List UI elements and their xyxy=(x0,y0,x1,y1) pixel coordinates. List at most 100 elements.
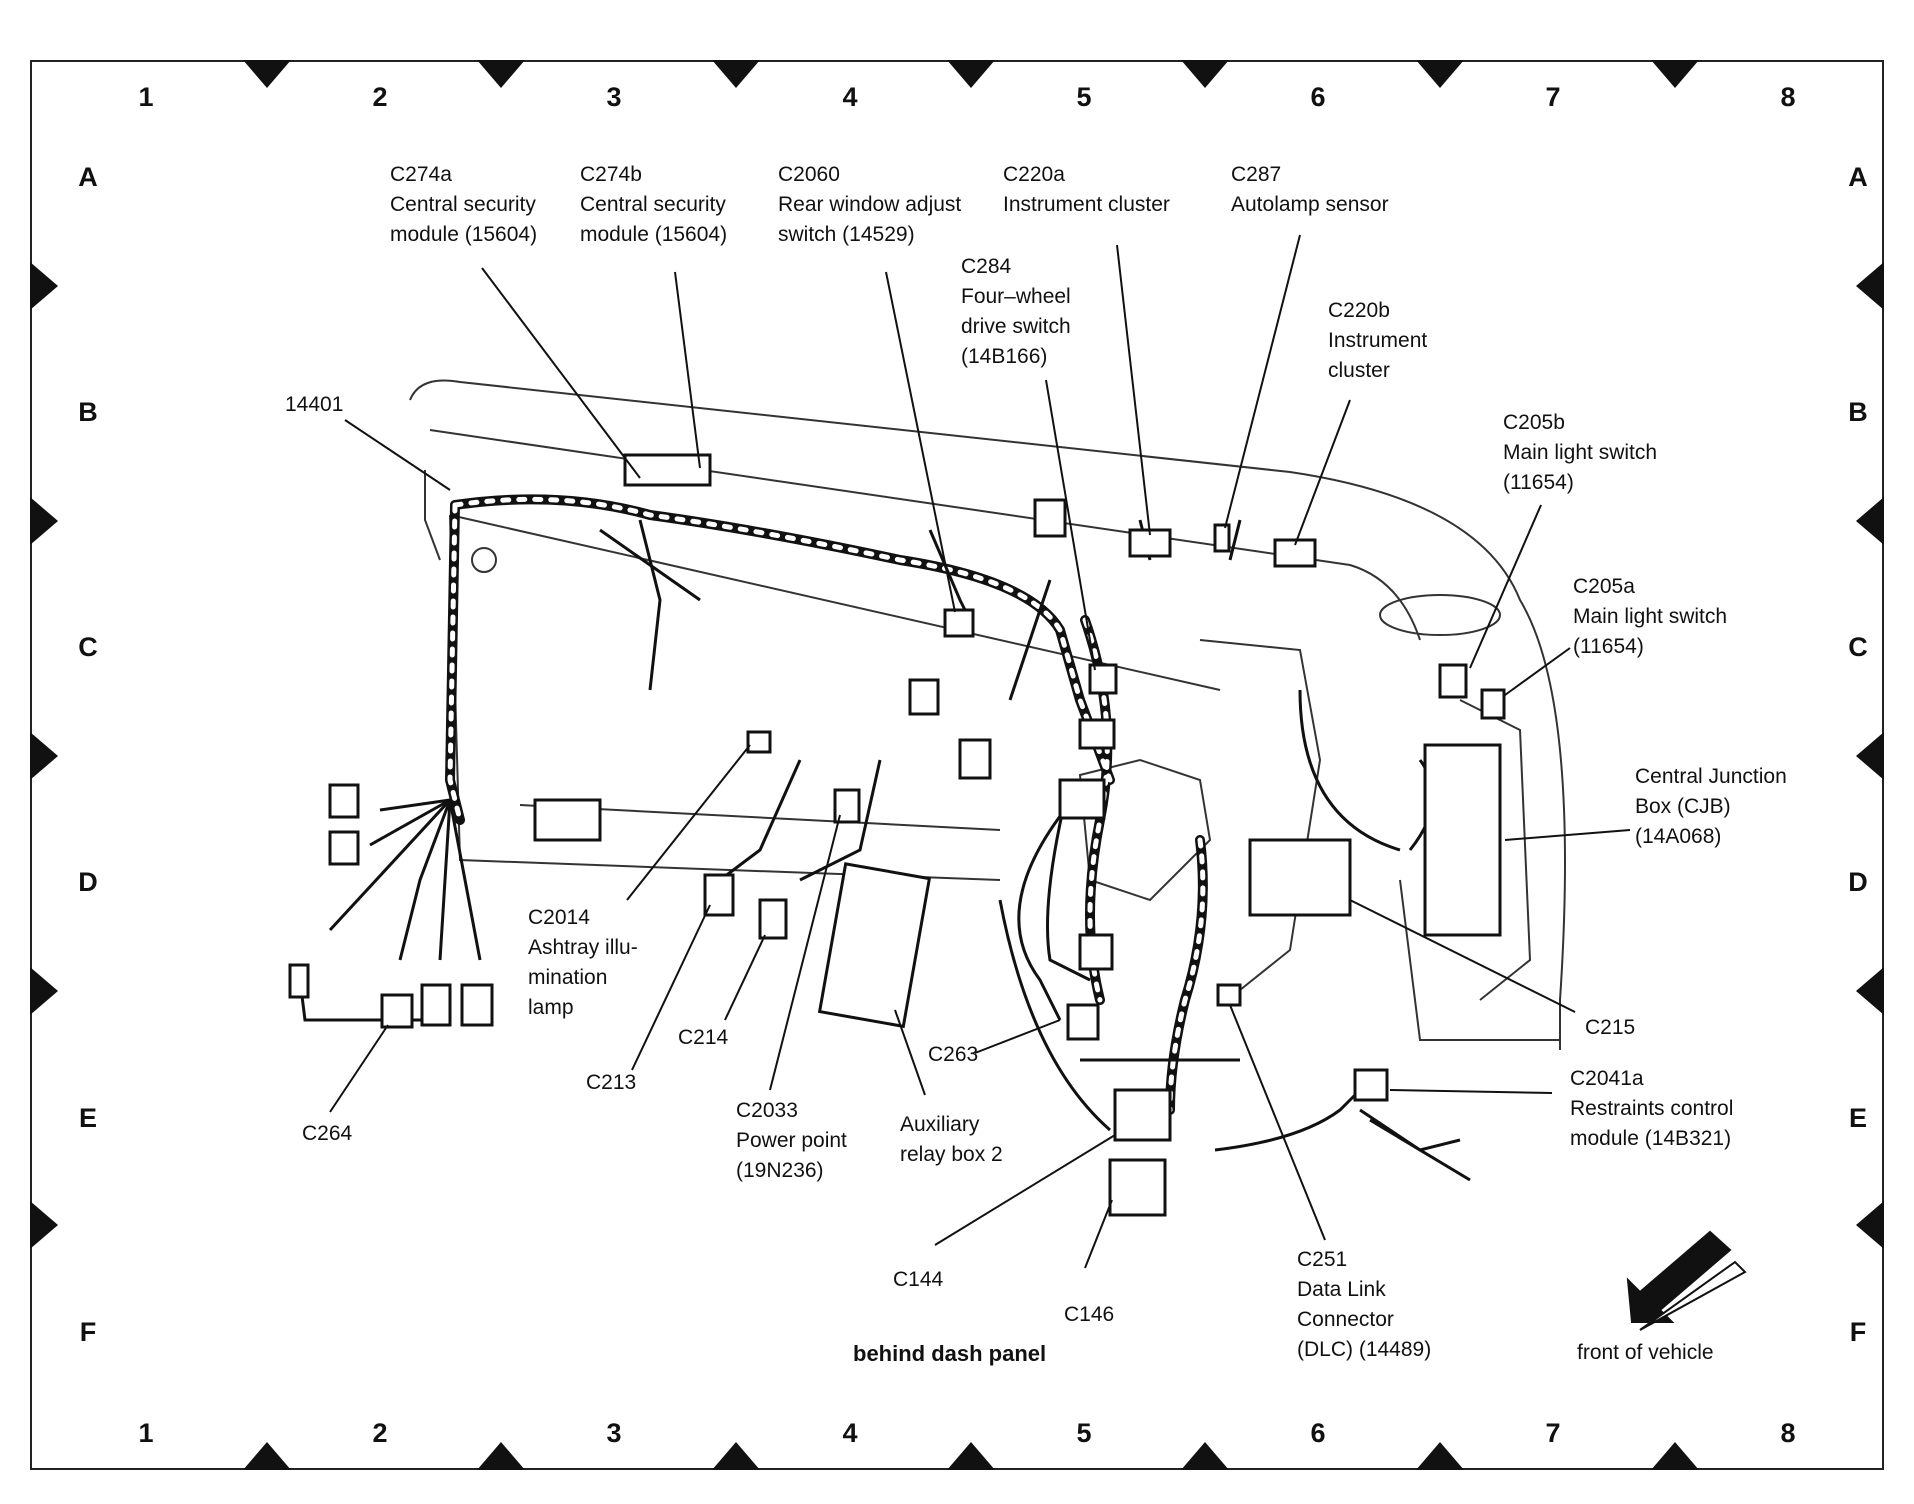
connector-c287 xyxy=(1213,523,1231,553)
connector-c264-b xyxy=(420,983,452,1027)
marker-left-5 xyxy=(30,1201,58,1249)
connector-c144 xyxy=(1113,1088,1172,1142)
marker-right-2 xyxy=(1856,497,1884,545)
marker-top-7 xyxy=(1651,60,1699,88)
front-of-vehicle-arrow-icon xyxy=(1626,1230,1747,1331)
connector-c263 xyxy=(1066,1003,1100,1041)
marker-top-1 xyxy=(243,60,291,88)
connector-mid-4 xyxy=(1078,933,1114,971)
marker-right-5 xyxy=(1856,1201,1884,1249)
row-label-left-f: F xyxy=(79,1317,97,1347)
col-label-top-7: 7 xyxy=(1545,82,1561,112)
connector-mid-1 xyxy=(908,678,940,716)
marker-top-3 xyxy=(712,60,760,88)
row-label-right-b: B xyxy=(1848,397,1868,427)
row-label-right-d: D xyxy=(1848,867,1868,897)
row-label-right-c: C xyxy=(1848,632,1868,662)
connector-c205b xyxy=(1438,663,1468,699)
marker-right-3 xyxy=(1856,732,1884,780)
marker-top-5 xyxy=(1181,60,1229,88)
callout-c144: C144 xyxy=(893,1268,944,1291)
row-label-left-a: A xyxy=(78,162,98,192)
callout-c213: C213 xyxy=(586,1071,637,1094)
col-label-top-2: 2 xyxy=(372,82,388,112)
marker-bottom-5 xyxy=(1181,1442,1229,1470)
col-label-top-5: 5 xyxy=(1076,82,1092,112)
marker-bottom-4 xyxy=(947,1442,995,1470)
marker-bottom-7 xyxy=(1651,1442,1699,1470)
col-label-top-6: 6 xyxy=(1310,82,1326,112)
marker-left-3 xyxy=(30,732,58,780)
connector-c2060 xyxy=(943,608,975,638)
connector-c2014 xyxy=(746,730,772,754)
connector-c264-d xyxy=(288,963,310,999)
connector-mid-3 xyxy=(1058,778,1106,820)
connector-c220b xyxy=(1273,538,1317,568)
connector-c2041a xyxy=(1353,1068,1389,1102)
col-label-bottom-3: 3 xyxy=(606,1418,622,1448)
col-label-top-8: 8 xyxy=(1780,82,1796,112)
callout-14401: 14401 xyxy=(285,393,344,416)
marker-bottom-3 xyxy=(712,1442,760,1470)
connector-mid-5 xyxy=(1078,718,1116,750)
col-label-bottom-7: 7 xyxy=(1545,1418,1561,1448)
marker-top-4 xyxy=(947,60,995,88)
row-label-right-f: F xyxy=(1849,1317,1867,1347)
connector-c274 xyxy=(623,453,712,487)
connector-c214 xyxy=(758,898,788,940)
row-label-left-c: C xyxy=(78,632,98,662)
marker-bottom-2 xyxy=(477,1442,525,1470)
col-label-bottom-8: 8 xyxy=(1780,1418,1796,1448)
row-label-right-e: E xyxy=(1848,1103,1867,1133)
col-label-top-3: 3 xyxy=(606,82,622,112)
grid-markers xyxy=(30,60,1884,1470)
connector-c264-a xyxy=(380,993,414,1029)
marker-left-4 xyxy=(30,967,58,1015)
marker-right-1 xyxy=(1856,262,1884,310)
connector-c146 xyxy=(1108,1158,1167,1217)
col-label-top-1: 1 xyxy=(138,82,154,112)
row-label-left-e: E xyxy=(78,1103,97,1133)
leader-lines xyxy=(329,234,1631,1269)
connector-aux-relay-box-2 xyxy=(817,862,932,1029)
diagram-caption: behind dash panel xyxy=(853,1341,1047,1366)
callout-c146: C146 xyxy=(1064,1303,1115,1326)
callout-c263: C263 xyxy=(928,1043,979,1066)
branch-wires xyxy=(298,519,1471,1182)
connector-left-module xyxy=(533,798,602,842)
connector-c251 xyxy=(1216,983,1242,1007)
marker-top-6 xyxy=(1416,60,1464,88)
connector-left-2 xyxy=(328,830,360,866)
connector-c264-c xyxy=(460,983,494,1027)
connector-c215 xyxy=(1248,838,1352,917)
connector-c205a xyxy=(1480,688,1506,720)
connector-cjb xyxy=(1423,743,1502,937)
col-label-bottom-5: 5 xyxy=(1076,1418,1092,1448)
marker-left-2 xyxy=(30,497,58,545)
row-label-right-a: A xyxy=(1848,162,1868,192)
callout-c215: C215 xyxy=(1585,1016,1636,1039)
marker-bottom-6 xyxy=(1416,1442,1464,1470)
callout-c264: C264 xyxy=(302,1122,353,1145)
marker-left-1 xyxy=(30,262,58,310)
connector-left-1 xyxy=(328,783,360,819)
connectors xyxy=(288,453,1506,1217)
col-label-bottom-1: 1 xyxy=(138,1418,154,1448)
marker-bottom-1 xyxy=(243,1442,291,1470)
col-label-bottom-4: 4 xyxy=(842,1418,858,1448)
row-label-left-d: D xyxy=(78,867,98,897)
